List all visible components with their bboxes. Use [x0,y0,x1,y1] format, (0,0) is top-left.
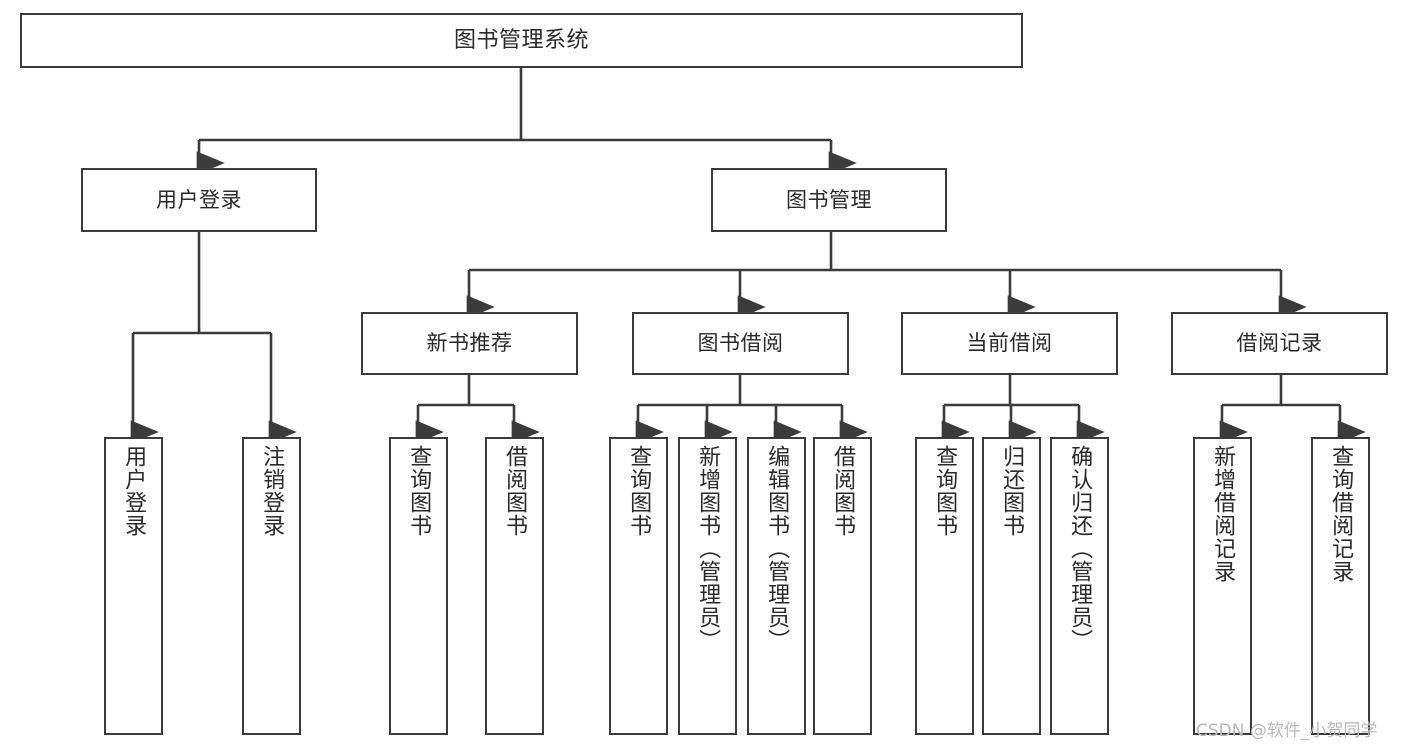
node-label: 用户登录 [121,445,147,537]
leaf-query-book-recommend[interactable]: 查询图书 [389,437,448,735]
leaf-edit-book-admin[interactable]: 编辑图书（管理员） [747,437,806,735]
leaf-user-login[interactable]: 用户登录 [104,437,163,735]
node-label: 新增图书（管理员） [695,445,721,652]
node-label: 新增借阅记录 [1210,445,1236,583]
node-label: 当前借阅 [966,331,1053,356]
node-current-borrow[interactable]: 当前借阅 [901,312,1118,375]
node-label: 编辑图书（管理员） [764,445,790,652]
leaf-query-borrow-record[interactable]: 查询借阅记录 [1311,437,1370,735]
node-book-management[interactable]: 图书管理 [711,168,947,232]
node-root-system[interactable]: 图书管理系统 [20,13,1023,68]
leaf-borrow-book-recommend[interactable]: 借阅图书 [485,437,544,735]
leaf-borrow-book[interactable]: 借阅图书 [813,437,872,735]
leaf-confirm-return-admin[interactable]: 确认归还（管理员） [1050,437,1109,735]
node-label: 图书管理系统 [453,27,589,53]
node-book-borrow[interactable]: 图书借阅 [632,312,849,375]
node-label: 查询图书 [406,445,432,537]
node-label: 用户登录 [156,187,242,212]
node-label: 借阅图书 [830,445,856,537]
node-new-book-recommend[interactable]: 新书推荐 [361,312,578,375]
node-user-login[interactable]: 用户登录 [81,168,317,232]
node-label: 图书管理 [786,187,872,212]
node-label: 注销登录 [259,445,285,537]
leaf-logout[interactable]: 注销登录 [242,437,301,735]
node-label: 查询图书 [932,445,958,537]
node-borrow-records[interactable]: 借阅记录 [1171,312,1388,375]
node-label: 图书借阅 [697,331,784,356]
leaf-return-book[interactable]: 归还图书 [982,437,1041,735]
leaf-query-book-current[interactable]: 查询图书 [915,437,974,735]
node-label: 查询图书 [626,445,652,537]
leaf-add-book-admin[interactable]: 新增图书（管理员） [678,437,737,735]
node-label: 借阅记录 [1236,331,1323,356]
node-label: 确认归还（管理员） [1067,445,1093,652]
node-label: 查询借阅记录 [1328,445,1354,583]
leaf-add-borrow-record[interactable]: 新增借阅记录 [1193,437,1252,735]
node-label: 归还图书 [999,445,1025,537]
node-label: 新书推荐 [426,331,513,356]
leaf-query-book-borrow[interactable]: 查询图书 [609,437,668,735]
node-label: 借阅图书 [502,445,528,537]
csdn-watermark: CSDN @软件_小贺同学 [1196,721,1378,741]
